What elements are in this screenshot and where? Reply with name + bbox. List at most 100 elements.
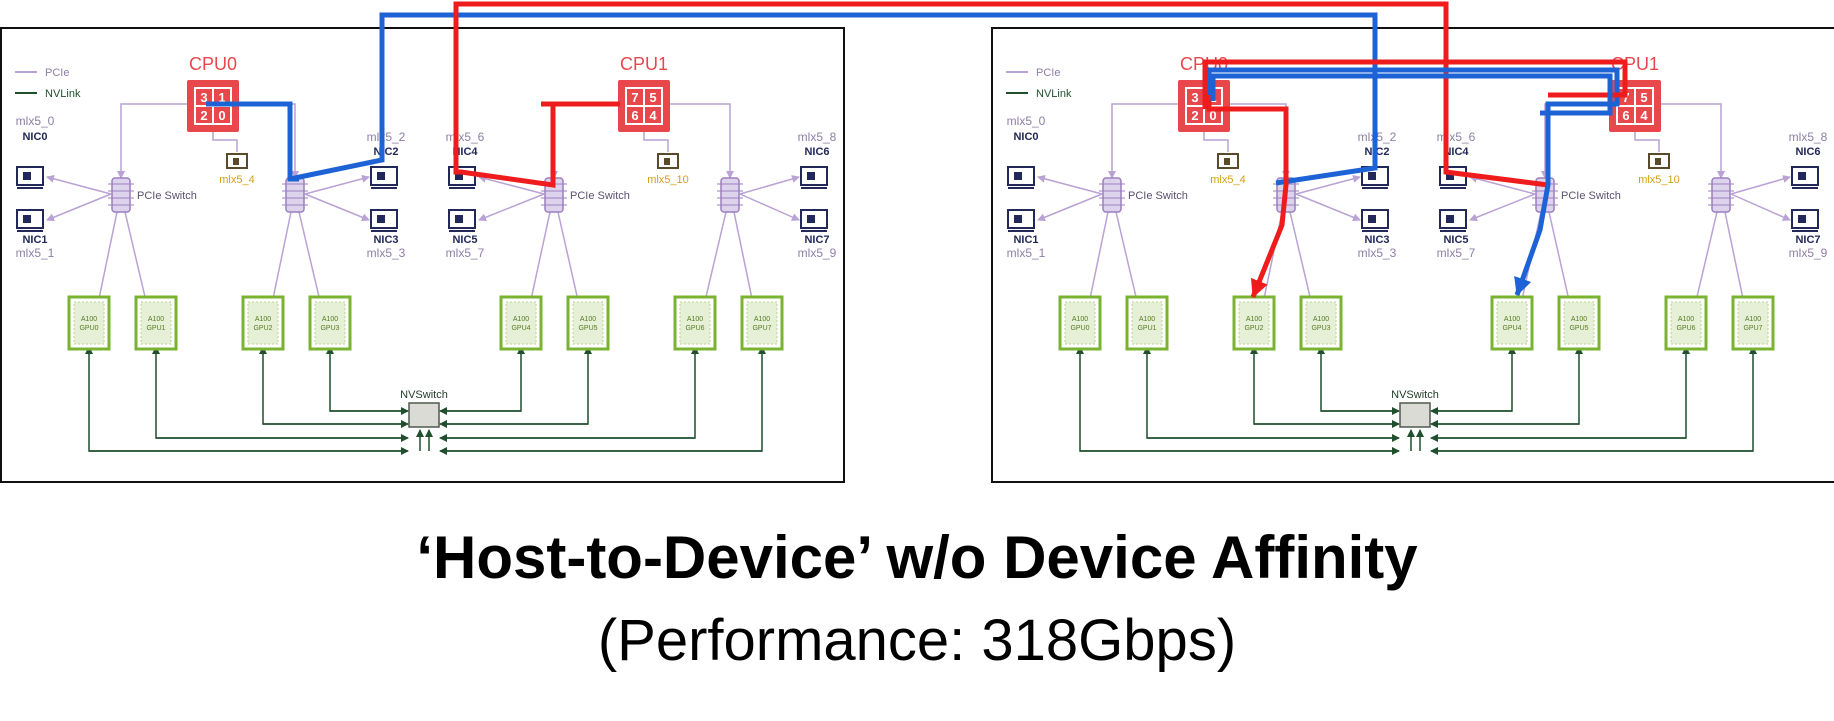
gpu-die xyxy=(1737,301,1769,345)
gpu-model-label: A100 xyxy=(148,316,164,323)
storage-label: mlx5_10 xyxy=(1638,174,1680,186)
gpu-name-label: GPU6 xyxy=(685,325,704,332)
nic-icon-port xyxy=(377,215,385,223)
gpu-name-label: GPU2 xyxy=(253,325,272,332)
nic-label: NIC2 xyxy=(373,146,398,158)
gpu-model-label: A100 xyxy=(1246,316,1262,323)
nvswitch-chip xyxy=(408,402,440,428)
legend-nvlink-label: NVLink xyxy=(45,88,81,100)
legend-pcie-label: PCIe xyxy=(45,67,69,79)
storage-label: mlx5_10 xyxy=(647,174,689,186)
gpu-name-label: GPU3 xyxy=(320,325,339,332)
nic-device-label: mlx5_3 xyxy=(1358,246,1397,260)
pcie-link-switch-nic7 xyxy=(739,193,800,221)
pcie-link-cpu1-storage xyxy=(1634,128,1660,152)
nic-label: NIC0 xyxy=(22,131,47,143)
pcie-switch xyxy=(1711,177,1731,213)
cpu0-core xyxy=(1187,107,1203,123)
gpu-die xyxy=(505,301,537,345)
cpu1-core xyxy=(1618,107,1634,123)
nic-icon-port xyxy=(807,215,815,223)
nic-device-label: mlx5_0 xyxy=(1007,114,1046,128)
gpu-die xyxy=(247,301,279,345)
legend-pcie-label: PCIe xyxy=(1036,67,1060,79)
nic-label: NIC3 xyxy=(1364,234,1389,246)
gpu-die xyxy=(1131,301,1163,345)
gpu-model-label: A100 xyxy=(1139,316,1155,323)
gpu-name-label: GPU5 xyxy=(1569,325,1588,332)
pcie-link-switch-nic2 xyxy=(1295,174,1361,195)
blue-path-right-gpu4 xyxy=(1206,67,1620,296)
gpu-model-label: A100 xyxy=(322,316,338,323)
cpu1-core-label: 4 xyxy=(1640,108,1648,123)
nic-icon-port xyxy=(1798,215,1806,223)
red-path-right-gpu2 xyxy=(1206,95,1289,298)
cpu0-core xyxy=(214,107,230,123)
gpu-name-label: GPU6 xyxy=(1676,325,1695,332)
gpu-model-label: A100 xyxy=(513,316,529,323)
gpu-die xyxy=(1496,301,1528,345)
cpu1-core-label: 7 xyxy=(631,90,638,105)
pcie-link-cpu0-storage xyxy=(212,128,238,152)
cpu1-core xyxy=(627,107,643,123)
nic-device-label: mlx5_6 xyxy=(1437,130,1476,144)
storage-label: mlx5_4 xyxy=(1210,174,1245,186)
cpu1-core xyxy=(1636,89,1652,105)
storage-icon-detail xyxy=(1655,158,1661,165)
nic-device-label: mlx5_7 xyxy=(1437,246,1476,260)
pcie-switch xyxy=(720,177,740,213)
pcie-switch-label: PCIe Switch xyxy=(137,190,197,202)
cpu0-core-label: 3 xyxy=(1191,90,1198,105)
nic-icon-port xyxy=(23,172,31,180)
nic-device-label: mlx5_1 xyxy=(16,246,55,260)
gpu-die xyxy=(140,301,172,345)
cpu1-core-label: 6 xyxy=(631,108,638,123)
gpu-die xyxy=(679,301,711,345)
pcie-link-switch-nic3 xyxy=(304,193,370,222)
gpu-name-label: GPU7 xyxy=(1743,325,1762,332)
gpu-die xyxy=(1670,301,1702,345)
nic-device-label: mlx5_6 xyxy=(446,130,485,144)
pcie-switch xyxy=(1102,177,1122,213)
figure-title: ‘Host-to-Device’ w/o Device Affinity xyxy=(416,524,1418,591)
nic-device-label: mlx5_0 xyxy=(16,114,55,128)
nic-icon-port xyxy=(1014,172,1022,180)
cpu0-core-label: 3 xyxy=(200,90,207,105)
cpu0-core xyxy=(214,89,230,105)
pcie-link-cpu0-switch0 xyxy=(1108,103,1178,179)
pcie-switch xyxy=(285,177,305,213)
pcie-switch-label: PCIe Switch xyxy=(1128,190,1188,202)
nic-label: NIC7 xyxy=(804,234,829,246)
nic-icon-port xyxy=(1446,172,1454,180)
pcie-link-cpu1-switch3 xyxy=(670,103,734,179)
gpu-model-label: A100 xyxy=(580,316,596,323)
nic-icon-port xyxy=(455,215,463,223)
nic-icon-port xyxy=(23,215,31,223)
nic-icon-port xyxy=(377,172,385,180)
cpu1-core xyxy=(645,89,661,105)
nic-device-label: mlx5_8 xyxy=(798,130,837,144)
nic-label: NIC3 xyxy=(373,234,398,246)
gpu-model-label: A100 xyxy=(1072,316,1088,323)
nic-device-label: mlx5_9 xyxy=(798,246,837,260)
gpu-model-label: A100 xyxy=(1745,316,1761,323)
pcie-link-switch-nic5 xyxy=(1469,193,1536,222)
gpu-model-label: A100 xyxy=(81,316,97,323)
nic-label: NIC5 xyxy=(1443,234,1468,246)
pcie-link-switch-nic1 xyxy=(1037,193,1103,222)
cpu1-core xyxy=(1636,107,1652,123)
gpu-model-label: A100 xyxy=(754,316,770,323)
pcie-switch-label: PCIe Switch xyxy=(570,190,630,202)
gpu-name-label: GPU2 xyxy=(1244,325,1263,332)
cpu0-label: CPU0 xyxy=(189,54,237,74)
blue-path-cross xyxy=(289,12,1378,186)
cpu1-core-label: 4 xyxy=(649,108,657,123)
nic-device-label: mlx5_1 xyxy=(1007,246,1046,260)
pcie-link-cpu1-switch3 xyxy=(1661,103,1725,179)
pcie-link-switch-nic6 xyxy=(1730,175,1791,195)
nic-icon-port xyxy=(455,172,463,180)
storage-label: mlx5_4 xyxy=(219,174,254,186)
